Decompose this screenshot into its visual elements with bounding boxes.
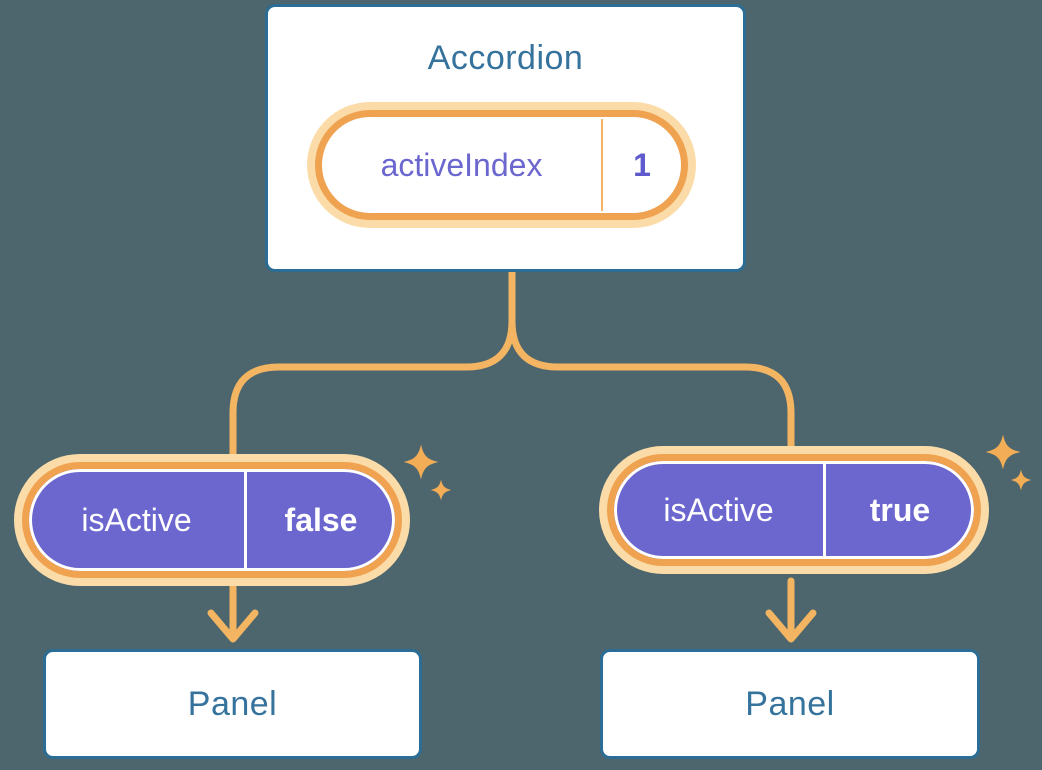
arrow-down-icon	[207, 583, 259, 643]
state-pill-value: 1	[633, 146, 651, 183]
state-pill-activeindex: activeIndex 1	[315, 110, 688, 220]
sparkle-icon	[430, 479, 452, 501]
panel-card-left: Panel	[43, 649, 422, 759]
panel-card-title: Panel	[745, 684, 835, 723]
accordion-card-title: Accordion	[427, 39, 584, 77]
panel-card-right: Panel	[600, 649, 980, 759]
connector-left-branch	[229, 270, 516, 458]
prop-pill-value: false	[284, 501, 358, 538]
sparkle-icon	[403, 444, 439, 480]
sparkle-icon	[1010, 469, 1032, 491]
accordion-card: Accordion activeIndex 1	[265, 4, 746, 272]
prop-pill-label: isActive	[81, 501, 192, 538]
prop-pill-label: isActive	[663, 491, 774, 528]
arrow-down-icon	[765, 577, 817, 643]
prop-pill-isactive-true: isActive true	[607, 454, 981, 566]
state-pill-label: activeIndex	[380, 146, 543, 183]
prop-pill-isactive-false: isActive false	[22, 462, 402, 578]
panel-card-title: Panel	[187, 684, 278, 723]
sparkle-icon	[985, 434, 1021, 470]
pill-divider	[244, 472, 247, 568]
connector-right-branch	[508, 270, 795, 450]
prop-pill-value: true	[869, 491, 931, 528]
pill-divider	[823, 464, 826, 556]
pill-divider	[601, 119, 603, 211]
